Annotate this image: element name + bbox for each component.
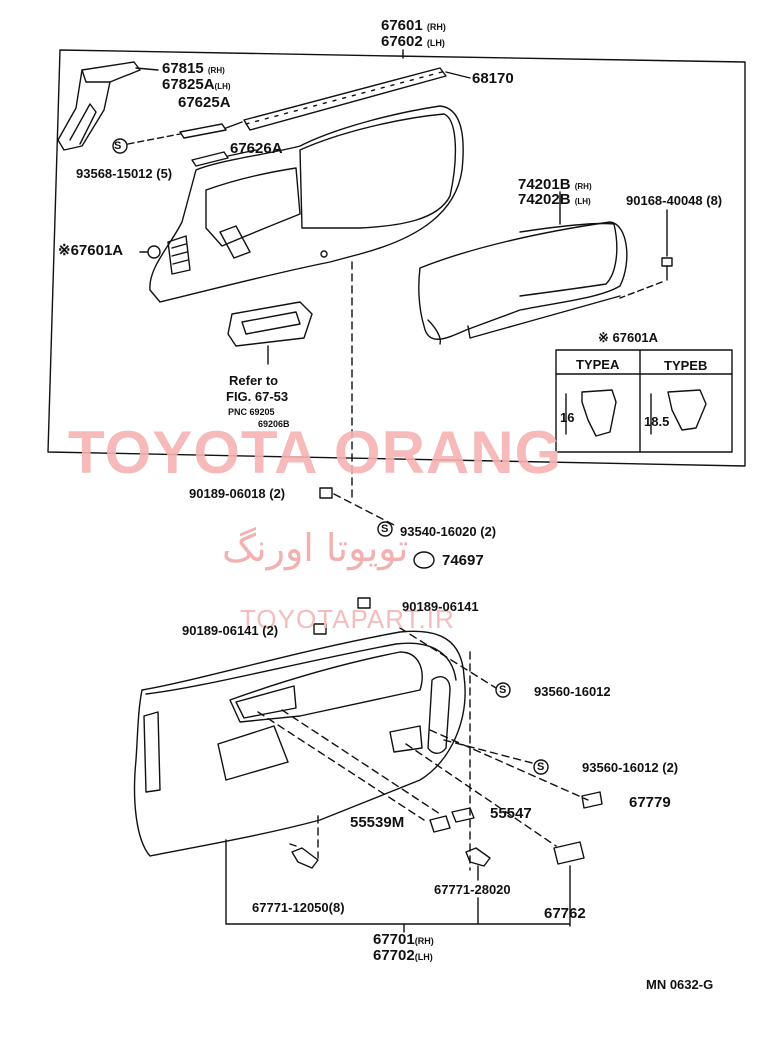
label-90189-06018: 90189-06018 (2) <box>189 486 286 501</box>
upper-door-panel <box>149 105 464 303</box>
inset-dim-a: 16 <box>560 410 575 425</box>
upper-frame-box <box>47 49 746 467</box>
nut-90189-06141-b <box>313 623 327 635</box>
s-mark-93540 <box>377 521 393 537</box>
label-93568: 93568-15012 (5) <box>76 166 173 181</box>
inset-dim-b: 18.5 <box>644 414 670 429</box>
switch-base <box>227 301 313 365</box>
label-67702-side: (LH) <box>414 952 433 962</box>
label-67779: 67779 <box>629 794 671 811</box>
clip-67625a <box>179 121 243 139</box>
lower-door-panel <box>133 630 466 857</box>
cover-67762 <box>553 841 585 865</box>
s-label-93560-b: S <box>537 761 545 773</box>
label-67825a-side: (LH) <box>214 82 231 91</box>
label-67815: 67815 <box>162 60 204 77</box>
label-67815-side: (RH) <box>207 66 225 75</box>
label-74201b-side: (RH) <box>574 182 592 191</box>
inset-type-a: TYPEA <box>576 357 620 372</box>
s-label-93560-a: S <box>499 684 507 696</box>
label-67601-side: (RH) <box>426 22 446 32</box>
label-55539m: 55539M <box>350 814 405 831</box>
watermark-brand: TOYOTA ORANG <box>68 419 563 486</box>
label-67602: 67602 <box>381 33 423 50</box>
switch-55547 <box>451 807 475 823</box>
label-74201b: 74201B <box>518 176 571 193</box>
inset-type-b: TYPEB <box>664 358 708 373</box>
nut-90189-06141-a <box>357 597 371 609</box>
label-67701: 67701 <box>373 931 415 948</box>
bracket-67815 <box>57 61 159 151</box>
refer-line-4: 69206B <box>258 419 290 429</box>
label-93560-b: 93560-16012 (2) <box>582 760 679 775</box>
label-67701-side: (RH) <box>414 936 434 946</box>
label-74697: 74697 <box>442 552 484 569</box>
label-67771-12050: 67771-12050(8) <box>252 900 345 915</box>
inset-title: ※ 67601A <box>598 330 659 345</box>
label-67602-side: (LH) <box>426 38 445 48</box>
label-90168: 90168-40048 (8) <box>626 193 723 208</box>
label-67825a: 67825A <box>162 76 215 93</box>
screw-90168 <box>619 209 673 299</box>
label-67702: 67702 <box>373 947 415 964</box>
refer-line-2: FIG. 67-53 <box>226 389 289 404</box>
s-mark-93560-a <box>495 682 511 698</box>
label-74202b: 74202B <box>518 191 571 208</box>
label-90189-06141-b: 90189-06141 (2) <box>182 623 279 638</box>
clip-67601a <box>147 245 161 259</box>
armrest-panel-74201b <box>418 191 628 345</box>
clip-67626a <box>191 149 257 167</box>
label-67601: 67601 <box>381 17 423 34</box>
label-67626a: 67626A <box>230 140 283 157</box>
refer-line-3: PNC 69205 <box>228 407 275 417</box>
lower-bracket <box>225 839 571 925</box>
label-90189-06141-a: 90189-06141 <box>402 599 479 614</box>
s-label-93568: S <box>114 140 122 152</box>
weatherstrip-68170 <box>243 67 471 131</box>
diagram-id: MN 0632-G <box>646 977 714 992</box>
label-67601a: ※67601A <box>58 242 124 259</box>
label-74202b-side: (LH) <box>574 197 591 206</box>
refer-line-1: Refer to <box>229 373 279 388</box>
cap-74697 <box>413 551 435 569</box>
switch-55539m <box>429 815 451 833</box>
s-mark-93560-b <box>533 759 549 775</box>
clip-67771-12050 <box>289 843 319 869</box>
label-67762: 67762 <box>544 905 586 922</box>
cap-67779 <box>581 791 603 809</box>
label-67625a: 67625A <box>178 94 231 111</box>
s-mark-93568 <box>112 138 128 154</box>
label-67771-28020: 67771-28020 <box>434 882 511 897</box>
label-93560-a: 93560-16012 <box>534 684 611 699</box>
clip-90189-06018 <box>319 487 333 499</box>
label-55547: 55547 <box>490 805 532 822</box>
watermark-site: TOYOTAPART.IR <box>240 604 455 634</box>
inset-box <box>555 349 733 453</box>
label-93540: 93540-16020 (2) <box>400 524 497 539</box>
clip-67771-28020 <box>465 847 491 881</box>
label-68170: 68170 <box>472 70 514 87</box>
watermark-persian: تویوتا اورنگ <box>222 526 409 570</box>
s-label-93540: S <box>381 523 389 535</box>
